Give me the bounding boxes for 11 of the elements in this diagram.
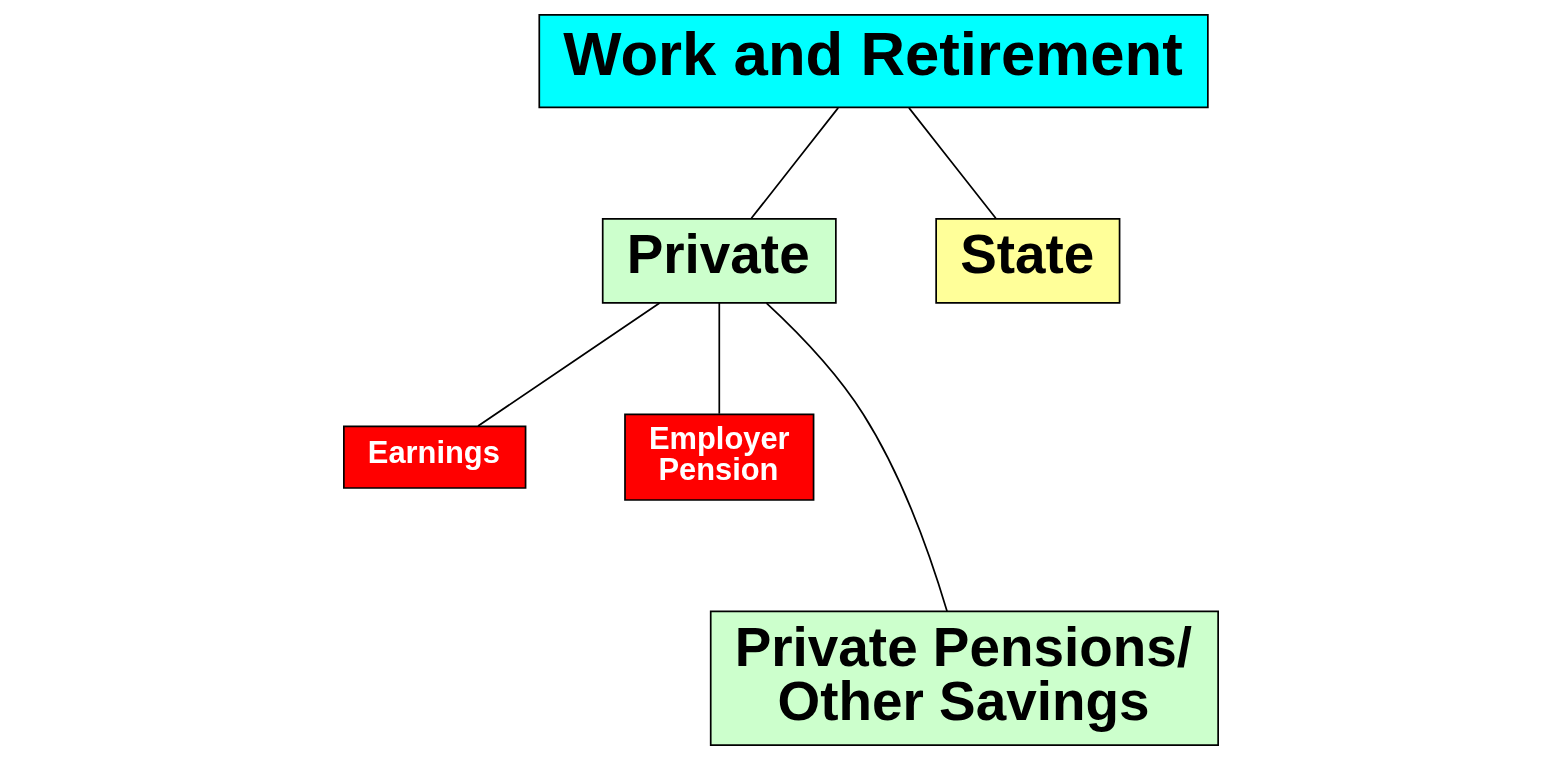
connector — [476, 302, 660, 427]
node-box: Employer Pension — [623, 413, 814, 501]
connector — [717, 302, 720, 415]
connector — [765, 302, 948, 613]
node-box: Private — [601, 218, 837, 304]
node-box: Private Pensions/ Other Savings — [709, 610, 1219, 746]
node-box: Work and Retirement — [537, 14, 1209, 109]
connector — [907, 107, 997, 220]
node-box: State — [934, 218, 1120, 304]
connector — [750, 107, 839, 220]
node-box: Earnings — [342, 425, 526, 489]
